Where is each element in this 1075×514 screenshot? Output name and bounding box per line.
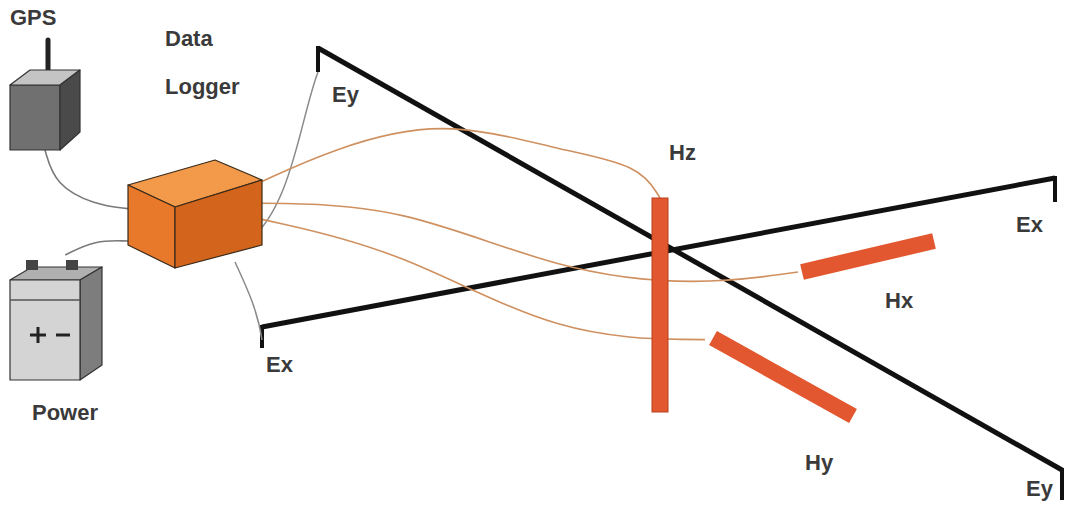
- signal-wire: [262, 219, 705, 339]
- hz-sensor: Hz: [652, 198, 668, 412]
- signal-wire: [45, 150, 128, 209]
- node-shape: [652, 198, 668, 412]
- electrode-tick: [1060, 468, 1064, 500]
- battery-side-face: [80, 267, 102, 380]
- hx-sensor: Hx: [798, 232, 938, 282]
- gps-unit: GPS: [10, 70, 80, 150]
- signal-wire: [65, 241, 128, 255]
- hz-coil-rod: [652, 198, 668, 412]
- gps-front-face: [10, 85, 60, 150]
- electrode-label: Ey: [1026, 476, 1053, 502]
- logger-left-face: [128, 185, 175, 268]
- node-shape: [798, 232, 938, 282]
- hy-coil-rod: [713, 338, 853, 416]
- gps-side-face: [60, 70, 80, 150]
- node-shape: [705, 328, 858, 425]
- node-shape: [128, 160, 262, 268]
- battery-terminal: [66, 260, 78, 270]
- signal-wire: [262, 129, 660, 198]
- battery-front-face: [10, 280, 80, 380]
- electrode-label: Ex: [266, 352, 293, 378]
- electrode-label: Ey: [332, 82, 359, 108]
- node-label: Hy: [805, 450, 833, 476]
- node-label: GPS: [10, 5, 56, 31]
- node-label: Hz: [669, 140, 696, 166]
- node-shape: [10, 255, 102, 380]
- logger-right-face: [175, 180, 262, 268]
- node-label: Power: [32, 400, 98, 426]
- data-logger: Data Logger: [128, 160, 262, 268]
- electrode-label: Ex: [1016, 212, 1043, 238]
- node-shape: [10, 70, 80, 150]
- hx-coil-rod: [802, 241, 934, 272]
- electrode-tick: [1053, 176, 1057, 202]
- battery-band: [10, 299, 80, 301]
- electrode-tick: [316, 46, 320, 72]
- node-label: Data Logger: [165, 15, 253, 112]
- power-battery: Power: [10, 255, 102, 380]
- node-label: Hx: [885, 288, 913, 314]
- hy-sensor: Hy: [705, 328, 858, 425]
- signal-wire: [262, 203, 798, 281]
- battery-polarity-marks: [30, 327, 70, 343]
- electrode-wire: [235, 262, 262, 340]
- battery-terminal: [26, 260, 38, 270]
- ey-dipole-line: [318, 48, 1062, 470]
